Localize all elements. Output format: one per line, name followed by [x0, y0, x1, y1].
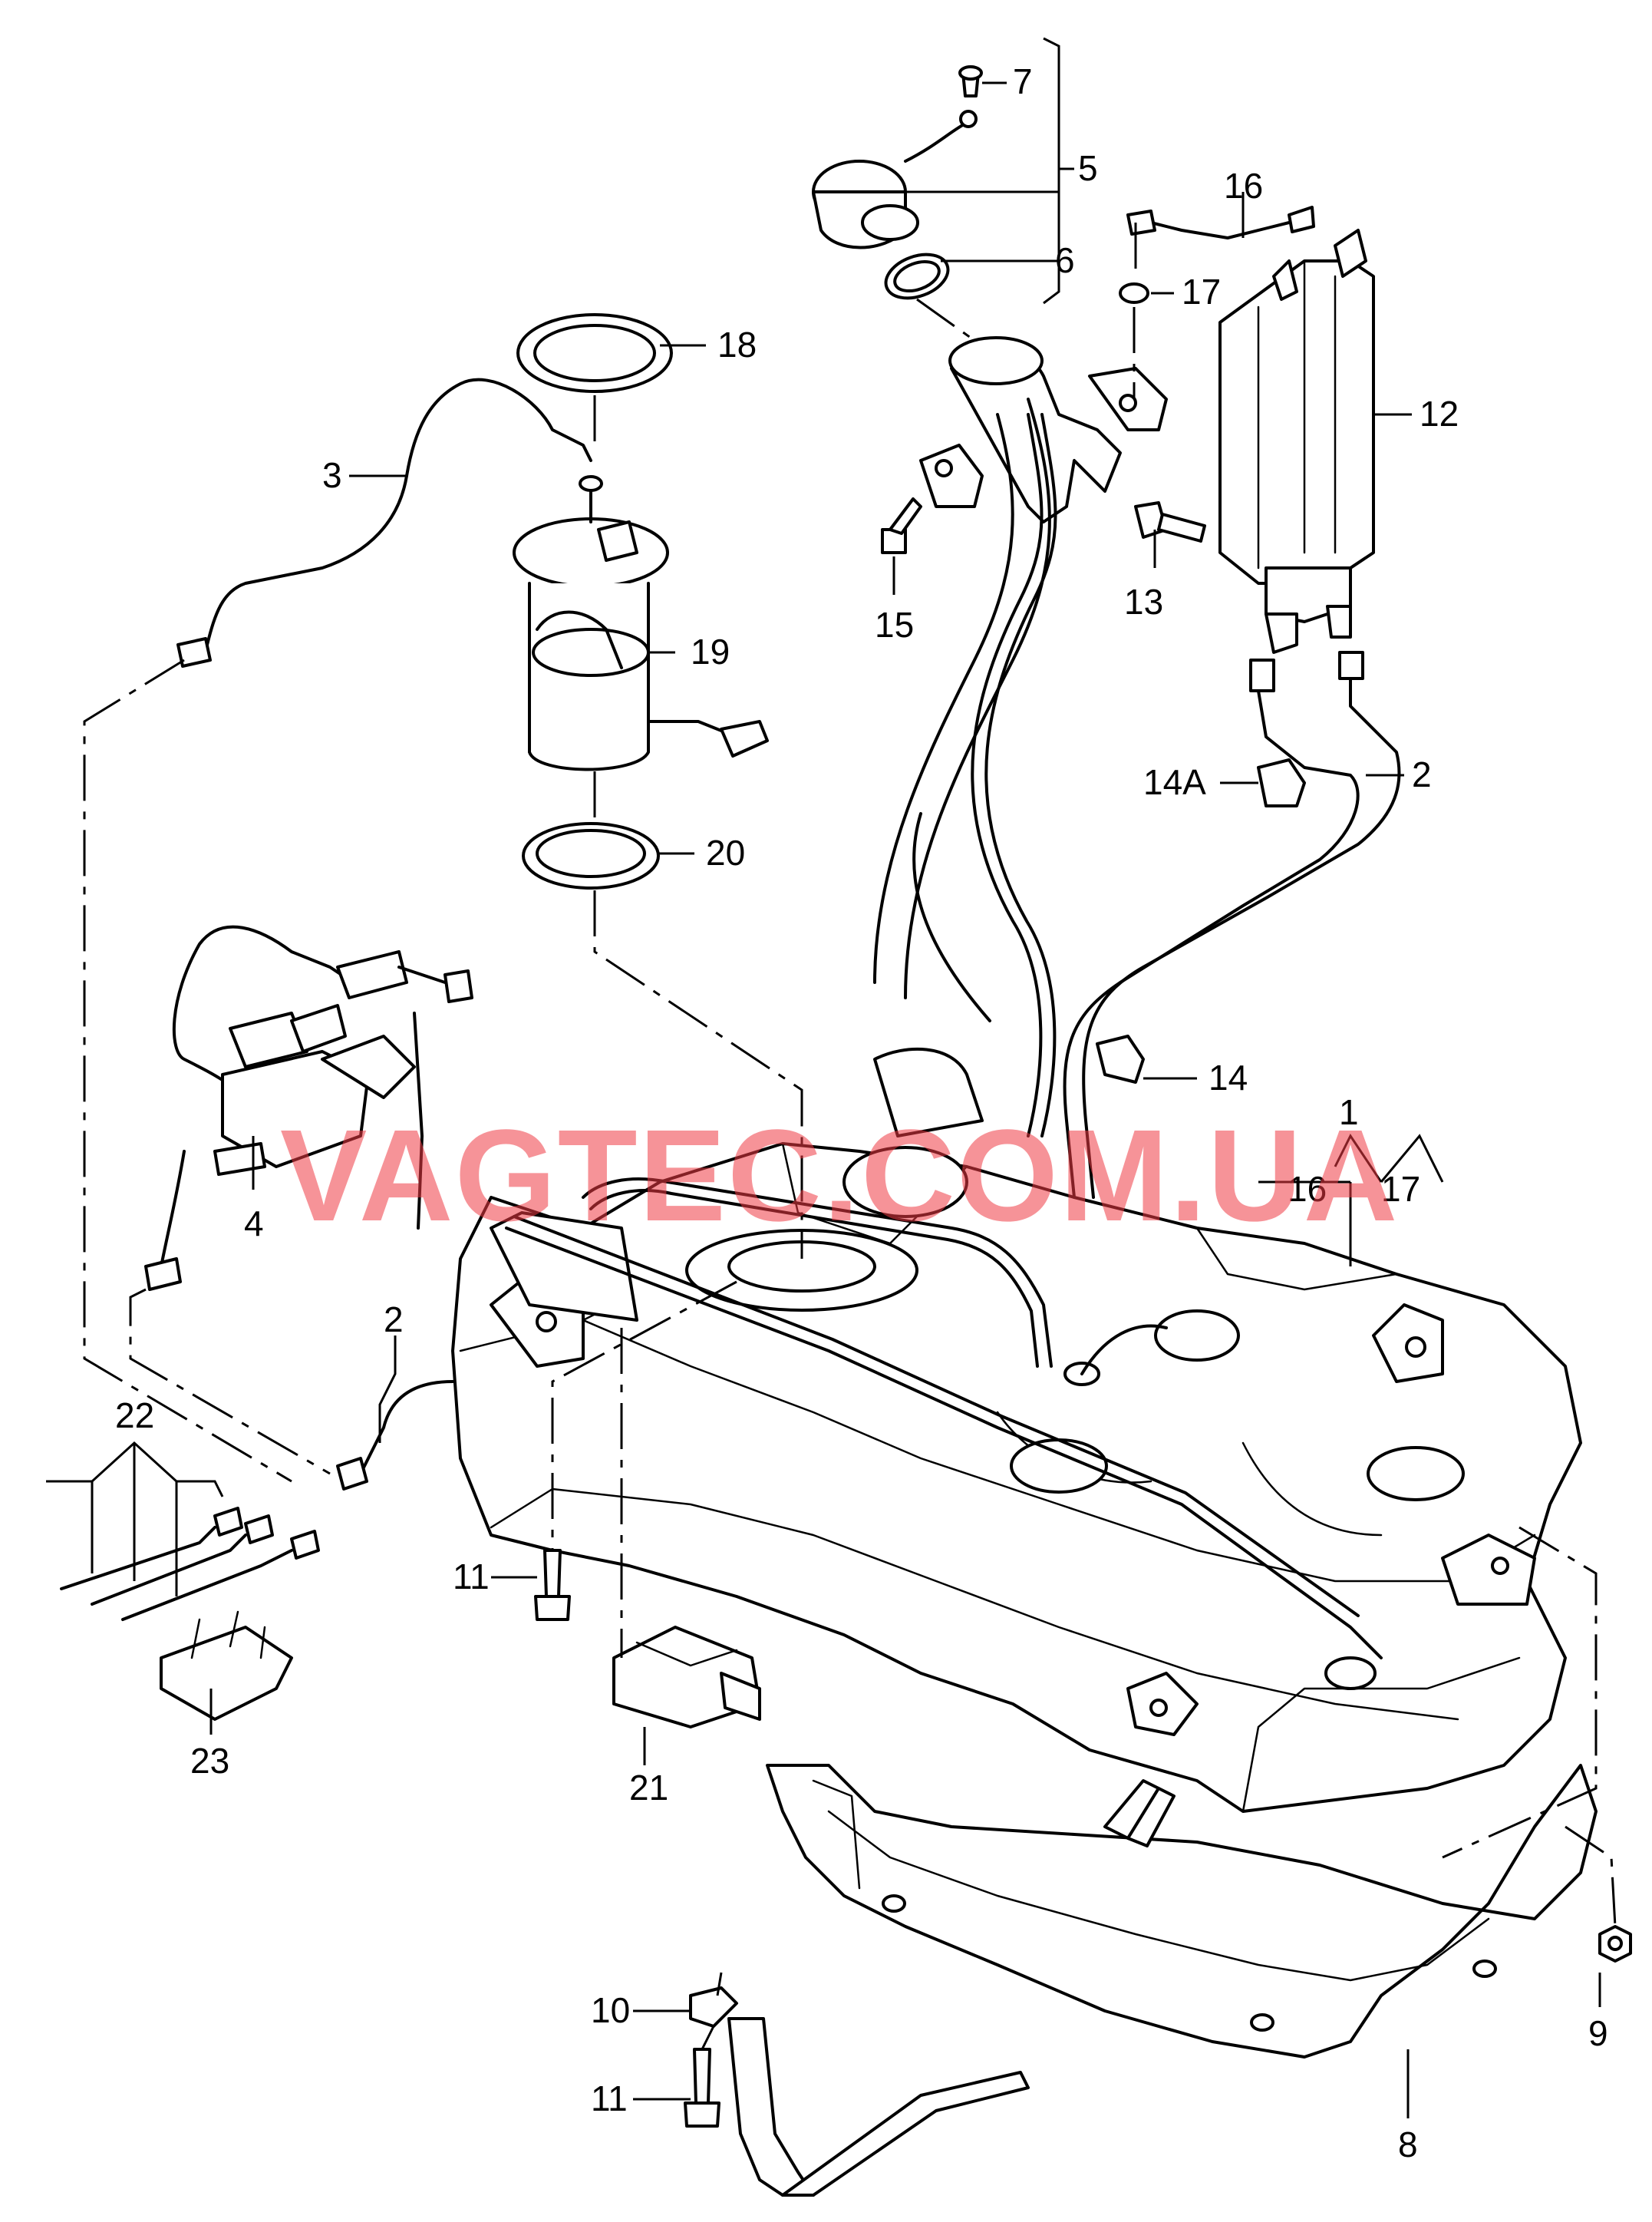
callout-21: 21	[629, 1768, 668, 1808]
fuel-line-2-end	[336, 1457, 368, 1491]
locking-ring	[516, 313, 673, 393]
callout-22: 22	[115, 1395, 154, 1435]
callout-15: 15	[875, 605, 914, 645]
callout-11-upper: 11	[453, 1557, 490, 1596]
filler-neck	[873, 336, 1168, 1137]
callout-7: 7	[1013, 61, 1033, 101]
assembly-lines	[83, 298, 1617, 2050]
callout-2-lower: 2	[384, 1299, 404, 1339]
leader-lines	[46, 37, 1601, 2118]
callout-23: 23	[190, 1741, 229, 1781]
callout-14a: 14A	[1143, 762, 1206, 802]
callout-10: 10	[591, 1990, 630, 2030]
fuel-pump	[513, 475, 769, 771]
callout-4: 4	[244, 1203, 264, 1243]
bolt-11-upper	[534, 1549, 571, 1621]
tank-lines	[505, 1177, 1383, 1659]
callout-6: 6	[1055, 240, 1075, 280]
callout-19: 19	[691, 632, 730, 672]
vent-lines	[1063, 651, 1401, 1199]
callout-17-tank: 17	[1381, 1169, 1420, 1209]
canister-bolt	[1134, 501, 1206, 543]
callout-5: 5	[1078, 148, 1098, 188]
callout-17-top: 17	[1182, 272, 1221, 312]
clip-14a	[1257, 758, 1306, 807]
callout-18: 18	[717, 325, 757, 365]
fuel-line-3	[206, 378, 592, 646]
clip-14	[1096, 1035, 1145, 1084]
neck-bolt	[881, 497, 922, 554]
callout-1: 1	[1339, 1092, 1359, 1132]
callout-12: 12	[1420, 394, 1459, 434]
charcoal-canister	[1218, 229, 1375, 654]
callout-9: 9	[1588, 2013, 1608, 2053]
callout-20: 20	[706, 833, 745, 873]
callout-14: 14	[1208, 1058, 1248, 1098]
callout-8: 8	[1398, 2125, 1418, 2164]
grommet	[1119, 282, 1149, 304]
cap-seal-ring-inner	[893, 260, 941, 292]
callout-11-lower: 11	[591, 2078, 628, 2118]
vent-wire	[1126, 206, 1315, 239]
watermark: VAGTEC.COM.UA	[280, 1103, 1399, 1249]
line-clip-23	[160, 1610, 293, 1721]
bolt-11-lower	[684, 2048, 720, 2128]
connector-21	[612, 1626, 761, 1728]
nut-9	[1598, 1925, 1632, 1963]
seal-ring	[522, 822, 660, 890]
callout-3: 3	[322, 455, 342, 495]
fuel-cap	[812, 65, 983, 249]
fuel-line-2-lower	[359, 1380, 454, 1475]
fuel-lines-22	[60, 1507, 320, 1621]
callout-2-top: 2	[1412, 754, 1432, 794]
callout-16-top: 16	[1224, 166, 1263, 206]
clip-10	[689, 1986, 738, 2028]
fuel-line-3-end	[176, 637, 212, 668]
callout-16-tank: 16	[1288, 1169, 1327, 1209]
callout-labels: 7 5 6 16 17 18 12 3 13 15 19 2 14A 20 14…	[115, 61, 1608, 2164]
underbody-shield	[727, 1764, 1598, 2197]
callout-13: 13	[1124, 582, 1163, 622]
fuel-tank	[451, 1047, 1582, 1813]
